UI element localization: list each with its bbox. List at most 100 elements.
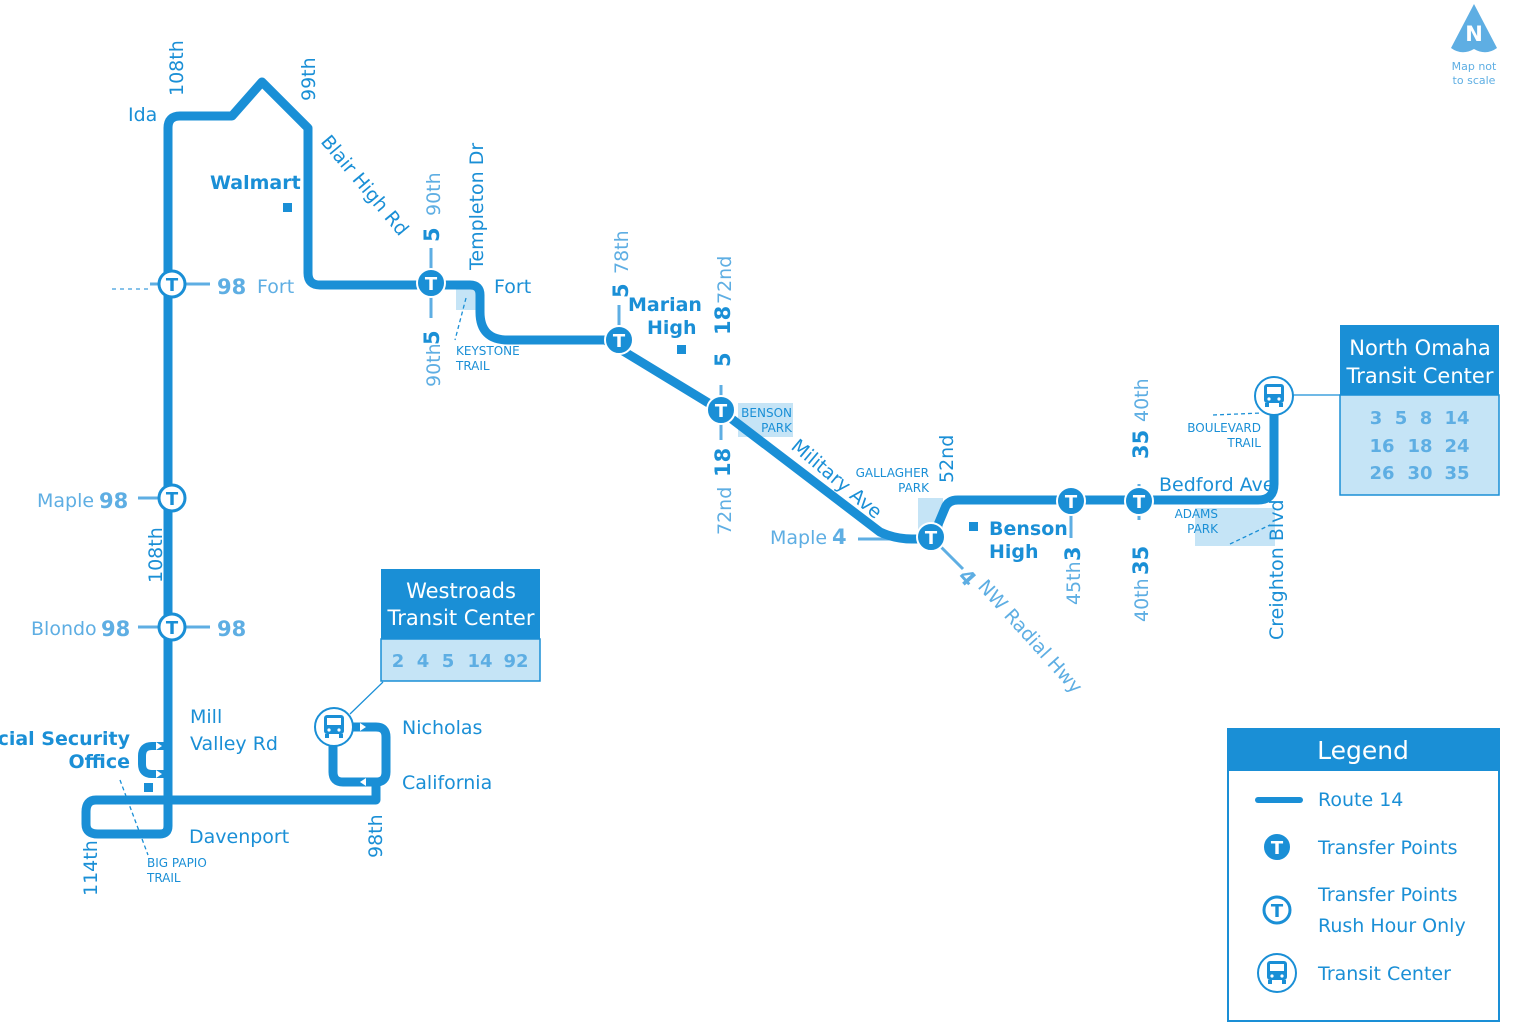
map-not-to-scale-1: Map not [1452, 60, 1497, 73]
route-5-72nd: 5 [711, 352, 735, 367]
transfer-point-72nd[interactable]: T [706, 395, 736, 425]
no-route: 8 [1420, 408, 1433, 429]
transfer-point-blondo-108th[interactable]: T [157, 612, 187, 642]
route-14-davenport-loop [81, 722, 391, 839]
north-arrow-letter: N [1465, 22, 1483, 46]
transfer-point-maple-108th[interactable]: T [157, 483, 187, 513]
wr-route: 4 [417, 651, 430, 672]
label-nicholas: Nicholas [402, 717, 482, 739]
wr-route: 92 [503, 651, 528, 672]
route-14-line [163, 77, 1279, 802]
wr-route: 14 [467, 651, 492, 672]
legend-title: Legend [1317, 736, 1409, 765]
label-ssa-1: Social Security [0, 728, 131, 750]
north-omaha-title-1: North Omaha [1349, 336, 1490, 360]
no-route: 26 [1369, 463, 1394, 484]
label-walmart: Walmart [210, 172, 301, 194]
westroads-transit-center-icon[interactable] [314, 707, 354, 747]
legend-rush-label-1: Transfer Points [1317, 884, 1458, 906]
label-90th-bottom: 90th [423, 343, 445, 387]
no-route: 3 [1370, 408, 1383, 429]
north-omaha-transit-center-icon[interactable] [1254, 376, 1294, 416]
label-52nd: 52nd [936, 435, 958, 483]
route-98-blondo-left: 98 [101, 617, 130, 641]
social-security-marker [144, 783, 153, 792]
westroads-title-1: Westroads [406, 579, 516, 603]
legend-rush-transfer-icon [1262, 895, 1292, 925]
transfer-point-45th[interactable]: T [1056, 486, 1086, 516]
marian-high-marker [677, 345, 686, 354]
label-45th: 45th [1063, 561, 1085, 605]
label-keystone-1: KEYSTONE [456, 344, 520, 358]
label-gallagher-1: GALLAGHER [856, 466, 929, 480]
label-templeton-dr: Templeton Dr [466, 143, 488, 271]
label-bedford-ave: Bedford Ave [1159, 474, 1275, 496]
label-maple-west: Maple [37, 490, 94, 512]
wr-route: 2 [392, 651, 405, 672]
label-bigpapio-2: TRAIL [146, 871, 181, 885]
label-114th: 114th [80, 840, 102, 896]
label-adams-2: PARK [1187, 522, 1219, 536]
svg-text:T: T [1065, 492, 1078, 513]
svg-text:T: T [1133, 492, 1146, 513]
label-boulevard-1: BOULEVARD [1187, 421, 1261, 435]
legend-route-label: Route 14 [1318, 789, 1403, 811]
legend: Legend Route 14 T Transfer Points T Tran… [1227, 728, 1500, 1022]
legend-transfer-icon [1262, 832, 1292, 862]
label-boulevard-2: TRAIL [1226, 436, 1261, 450]
route-18-72nd-bottom: 18 [711, 448, 735, 477]
route-14-social-security-loop [138, 742, 168, 778]
label-108th-top: 108th [166, 40, 188, 96]
transfer-point-fort-108th[interactable]: T [157, 269, 187, 299]
label-98th: 98th [365, 814, 387, 858]
label-99th: 99th [298, 57, 320, 101]
svg-text:T: T [166, 618, 179, 639]
route-98-fort: 98 [217, 275, 246, 299]
route-4-maple: 4 [832, 525, 847, 549]
legend-transfer-label: Transfer Points [1317, 837, 1458, 859]
label-benson-park-1: BENSON [741, 406, 792, 420]
no-route: 24 [1444, 436, 1469, 457]
label-ssa-2: Office [69, 751, 131, 773]
route-98-maple: 98 [99, 489, 128, 513]
label-ida: Ida [128, 104, 157, 126]
label-marian-2: High [647, 317, 697, 339]
legend-transfer-glyph: T [1271, 838, 1284, 859]
transfer-point-78th[interactable]: T [604, 325, 634, 355]
label-benson-2: High [989, 541, 1039, 563]
benson-high-marker [969, 522, 978, 531]
route-35-40th-bottom: 35 [1129, 546, 1153, 575]
label-fort-east: Fort [494, 276, 531, 298]
north-arrow: N Map not to scale [1451, 4, 1497, 87]
legend-center-label: Transit Center [1317, 963, 1451, 985]
label-72nd-bottom: 72nd [714, 487, 736, 535]
svg-text:T: T [715, 401, 728, 422]
label-40th-bottom: 40th [1131, 578, 1153, 622]
no-route: 30 [1407, 463, 1432, 484]
label-108th-mid: 108th [145, 527, 167, 583]
north-omaha-transit-center-box: North Omaha Transit Center 3 5 8 14 16 1… [1339, 325, 1500, 496]
svg-text:T: T [166, 489, 179, 510]
transfer-point-52nd[interactable]: T [916, 522, 946, 552]
legend-rush-label-2: Rush Hour Only [1318, 915, 1466, 937]
label-valley-rd: Valley Rd [190, 733, 278, 755]
route-35-40th-top: 35 [1129, 430, 1153, 459]
label-maple-east: Maple [770, 527, 827, 549]
transfer-point-fort-90th[interactable]: T [416, 268, 446, 298]
transfer-point-40th[interactable]: T [1124, 486, 1154, 516]
no-route: 14 [1444, 408, 1469, 429]
label-benson-park-2: PARK [761, 421, 793, 435]
route-98-blondo-right: 98 [217, 617, 246, 641]
svg-text:T: T [925, 528, 938, 549]
label-blair-high-rd: Blair High Rd [316, 131, 413, 240]
route-3-45th: 3 [1061, 546, 1085, 561]
svg-text:T: T [613, 331, 626, 352]
label-72nd-top: 72nd [714, 256, 736, 304]
label-creighton-blvd: Creighton Blvd [1266, 499, 1288, 640]
wr-route: 5 [442, 651, 455, 672]
label-blondo: Blondo [31, 618, 97, 640]
label-40th-top: 40th [1131, 378, 1153, 422]
no-route: 35 [1444, 463, 1469, 484]
svg-text:T: T [166, 275, 179, 296]
